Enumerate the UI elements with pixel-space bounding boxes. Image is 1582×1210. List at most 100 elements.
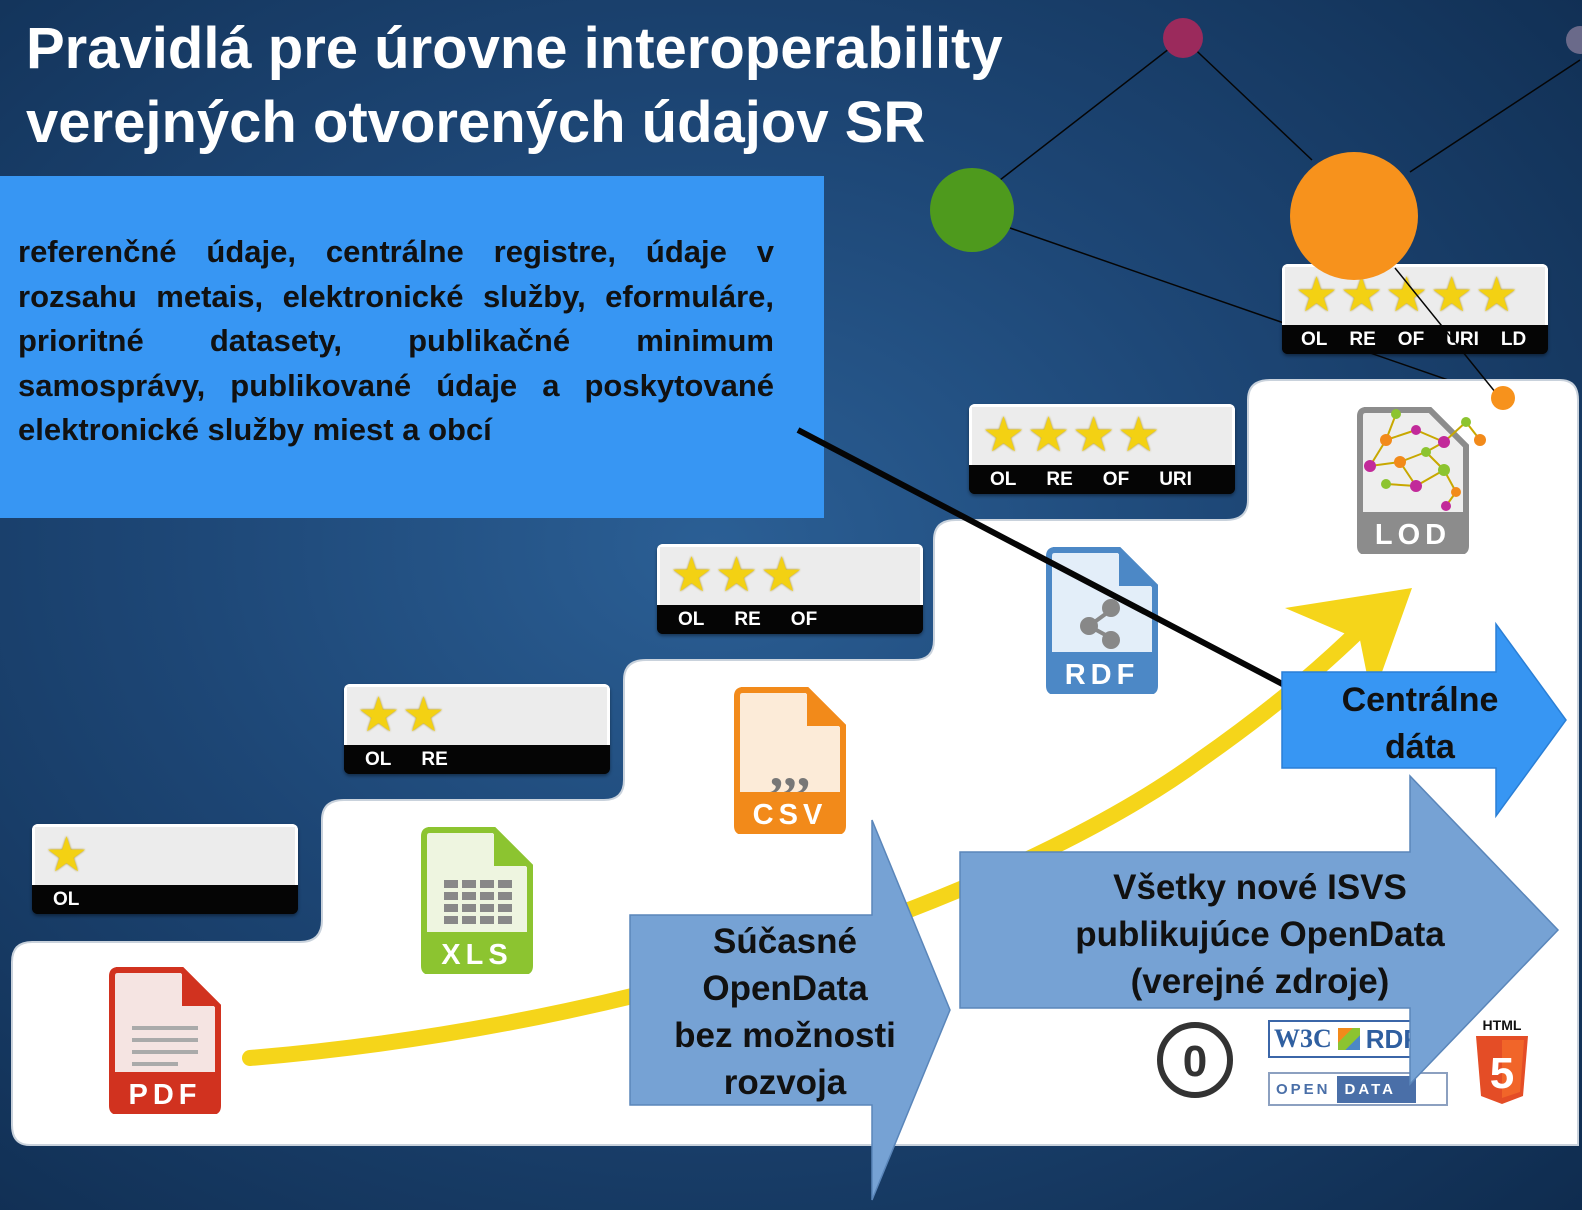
code-label: OL <box>990 469 1017 490</box>
current-opendata-arrow <box>629 819 951 1201</box>
csv-icon: ,,, CSV <box>734 687 846 834</box>
badge-codes: OL RE <box>344 745 610 774</box>
cc0-icon: 0 <box>1157 1022 1233 1098</box>
arrow-label-line: rozvoja <box>723 1063 847 1102</box>
code-label: OL <box>1301 329 1328 350</box>
html5-icon: HTML 5 <box>1476 1017 1528 1104</box>
html-label: HTML <box>1483 1017 1522 1033</box>
rdf-label: RDF <box>1065 659 1140 691</box>
badge-stars: ★★★★★ <box>1282 264 1548 325</box>
badge-level-5: ★★★★★ OL RE OF URI LD <box>1282 264 1548 354</box>
code-label: URI <box>1446 329 1479 350</box>
code-label: OF <box>1102 469 1130 490</box>
star-icon: ★ <box>402 689 446 742</box>
orange-node <box>1290 152 1418 280</box>
badge-codes: OL <box>32 885 298 914</box>
partial-node <box>1566 26 1582 54</box>
lod-icon: LOD <box>1357 407 1486 554</box>
rdf-icon: RDF <box>1046 547 1158 694</box>
arrow-label-line: Súčasné <box>713 922 857 961</box>
green-node <box>930 168 1014 252</box>
badge-codes: OL RE OF URI <box>969 465 1235 494</box>
central-data-arrow <box>1281 621 1567 819</box>
html5-label: 5 <box>1490 1049 1514 1098</box>
code-label: URI <box>1159 469 1192 490</box>
code-label: RE <box>1046 469 1073 490</box>
arrow-label-line: bez možnosti <box>674 1016 896 1055</box>
purple-node <box>1163 18 1203 58</box>
star-icon: ★ <box>760 549 804 602</box>
star-icon: ★ <box>982 409 1026 462</box>
network-line <box>1009 227 1501 399</box>
badge-codes: OL RE OF <box>657 605 923 634</box>
small-orange-node <box>1491 386 1515 410</box>
star-icon: ★ <box>1385 269 1429 322</box>
title-line-2: verejných otvorených údajov SR <box>26 90 926 155</box>
new-isvs-label: Všetky nové ISVS publikujúce OpenData (v… <box>1020 864 1500 1005</box>
star-icon: ★ <box>1117 409 1161 462</box>
connector-line <box>796 427 1292 691</box>
code-label: OF <box>1397 329 1425 350</box>
badge-level-1: ★ OL <box>32 824 298 914</box>
xls-label: XLS <box>441 939 512 971</box>
badge-stars: ★ <box>32 824 298 885</box>
pdf-icon: PDF <box>109 967 221 1114</box>
star-icon: ★ <box>1475 269 1519 322</box>
star-icon: ★ <box>357 689 401 742</box>
lod-label: LOD <box>1375 519 1451 551</box>
arrow-label-line: Všetky nové ISVS <box>1113 868 1407 907</box>
pdf-label: PDF <box>129 1079 202 1111</box>
star-icon: ★ <box>1295 269 1339 322</box>
arrow-label-line: publikujúce OpenData <box>1075 915 1445 954</box>
badge-stars: ★★★ <box>657 544 923 605</box>
code-label: RE <box>421 749 448 770</box>
arrow-label-line: Centrálne <box>1341 681 1499 719</box>
code-label: OL <box>53 889 80 910</box>
code-label: OL <box>678 609 705 630</box>
badge-codes: OL RE OF URI LD <box>1282 325 1548 354</box>
code-label: RE <box>734 609 761 630</box>
star-icon: ★ <box>715 549 759 602</box>
w3c-label: W3C <box>1274 1024 1332 1053</box>
page-title: Pravidlá pre úrovne interoperability ver… <box>26 12 1146 160</box>
current-opendata-label: Súčasné OpenData bez možnosti rozvoja <box>640 918 930 1106</box>
network-line <box>1394 267 1501 399</box>
graph-nodes <box>1364 409 1486 511</box>
arrow-label-line: (verejné zdroje) <box>1130 962 1390 1001</box>
xls-icon: XLS <box>421 827 533 974</box>
share-node-icon <box>1080 599 1120 649</box>
csv-label: CSV <box>753 799 828 831</box>
code-label: LD <box>1500 329 1527 350</box>
badge-level-2: ★★ OL RE <box>344 684 610 774</box>
arrow-label-line: OpenData <box>702 969 868 1008</box>
star-icon: ★ <box>45 829 89 882</box>
info-text: referenčné údaje, centrálne registre, úd… <box>18 234 774 447</box>
quote-glyphs: ,,, <box>770 738 811 798</box>
badge-stars: ★★ <box>344 684 610 745</box>
code-label: OF <box>790 609 818 630</box>
network-line <box>999 37 1184 181</box>
star-icon: ★ <box>1027 409 1071 462</box>
rdf-cube-icon <box>1337 1028 1360 1050</box>
code-label: OL <box>365 749 392 770</box>
network-line <box>1409 59 1581 173</box>
growth-curve <box>242 592 1398 1066</box>
central-data-label: Centrálne dáta <box>1300 677 1540 771</box>
cc0-label: 0 <box>1183 1037 1207 1086</box>
code-label: RE <box>1349 329 1376 350</box>
arrow-label-line: dáta <box>1385 728 1455 766</box>
open-label: OPEN <box>1276 1080 1331 1098</box>
title-line-1: Pravidlá pre úrovne interoperability <box>26 16 1003 81</box>
new-isvs-arrow <box>959 774 1560 1086</box>
star-icon: ★ <box>670 549 714 602</box>
network-line <box>1182 37 1313 161</box>
star-icon: ★ <box>1072 409 1116 462</box>
badge-stars: ★★★★ <box>969 404 1235 465</box>
star-icon: ★ <box>1430 269 1474 322</box>
open-data-logo: OPEN DATA <box>1268 1072 1448 1106</box>
